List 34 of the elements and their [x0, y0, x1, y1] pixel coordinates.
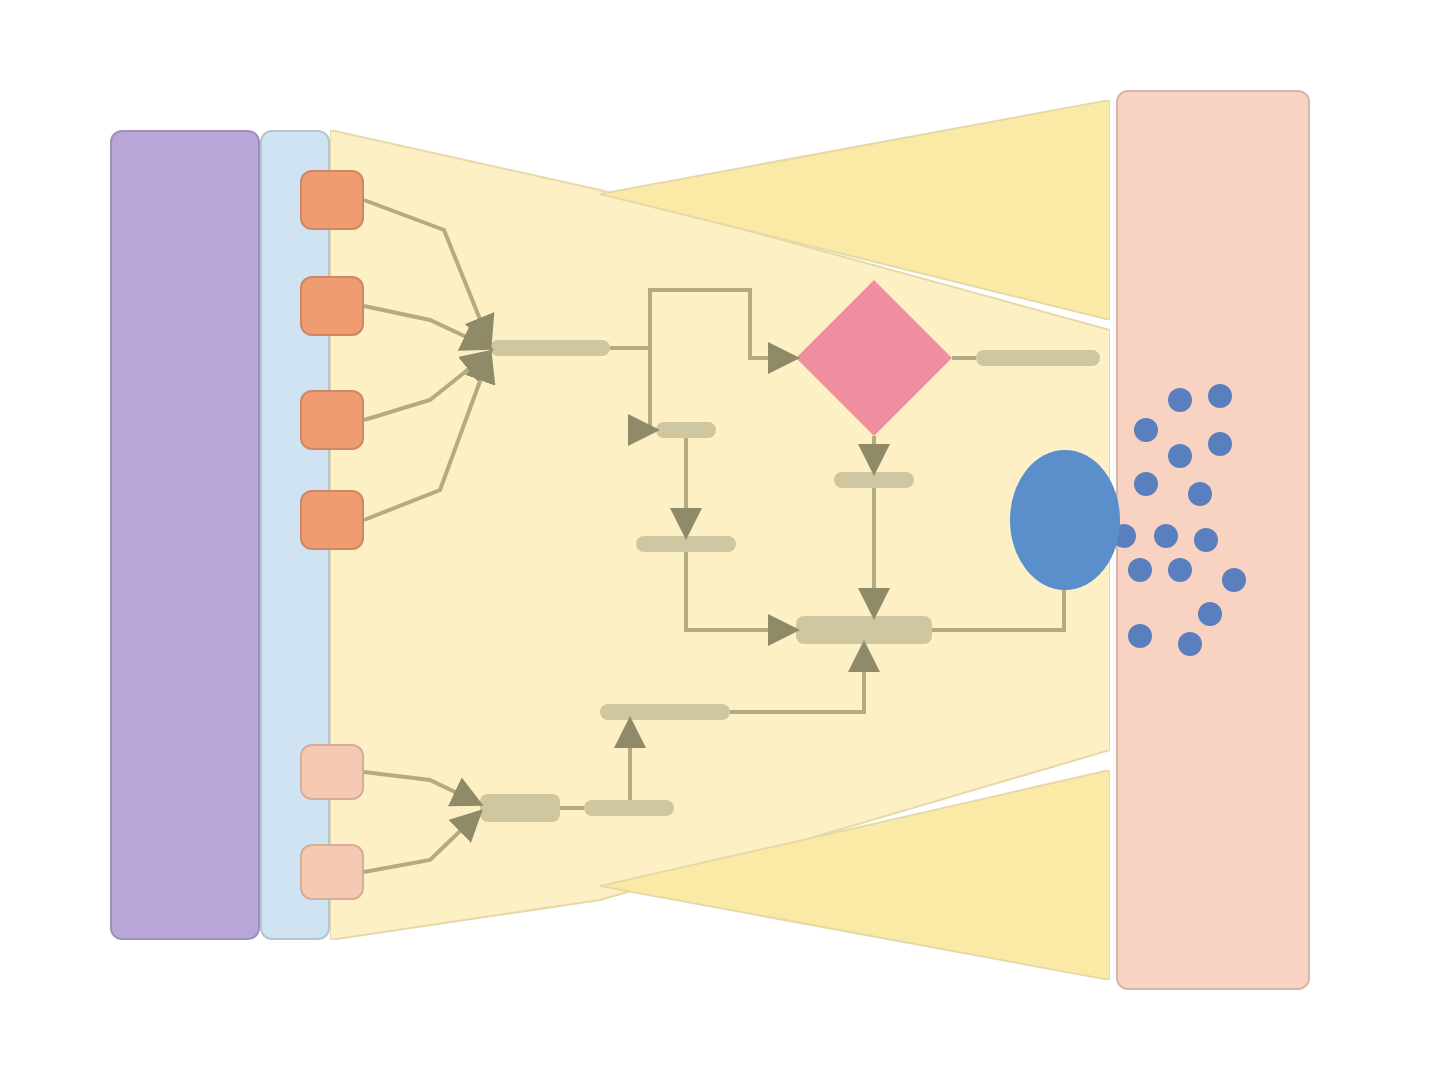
lumen-panel: [1116, 90, 1310, 990]
receptor-box: [300, 276, 364, 336]
arrow: [363, 198, 495, 348]
decision-diamond: [796, 280, 952, 436]
receptor-box: [300, 170, 364, 230]
arrow: [363, 770, 484, 807]
arrow: [730, 640, 880, 714]
blurred-bar: [796, 616, 932, 644]
arrow: [858, 488, 890, 620]
arrow: [610, 346, 660, 446]
arrow: [363, 349, 494, 422]
arrow: [363, 304, 494, 351]
blurred-bar: [490, 340, 610, 356]
blurred-bar: [480, 794, 560, 822]
wedge-region: [600, 770, 1110, 980]
membrane-band: [110, 130, 260, 940]
arrow: [363, 809, 483, 874]
arrow: [363, 350, 496, 522]
blurred-bar: [636, 536, 736, 552]
arrow: [670, 438, 702, 540]
receptor-box: [300, 490, 364, 550]
arrow: [614, 716, 646, 800]
receptor-box: [300, 844, 364, 900]
wedge-region: [600, 100, 1110, 320]
receptor-box: [300, 390, 364, 450]
arrow: [858, 436, 890, 476]
blurred-bar: [976, 350, 1100, 366]
blurred-bar: [584, 800, 674, 816]
oval-shape: [1010, 450, 1120, 590]
receptor-box: [300, 744, 364, 800]
blurred-bar: [834, 472, 914, 488]
blurred-bar: [600, 704, 730, 720]
blurred-bar: [656, 422, 716, 438]
arrow: [684, 552, 800, 646]
